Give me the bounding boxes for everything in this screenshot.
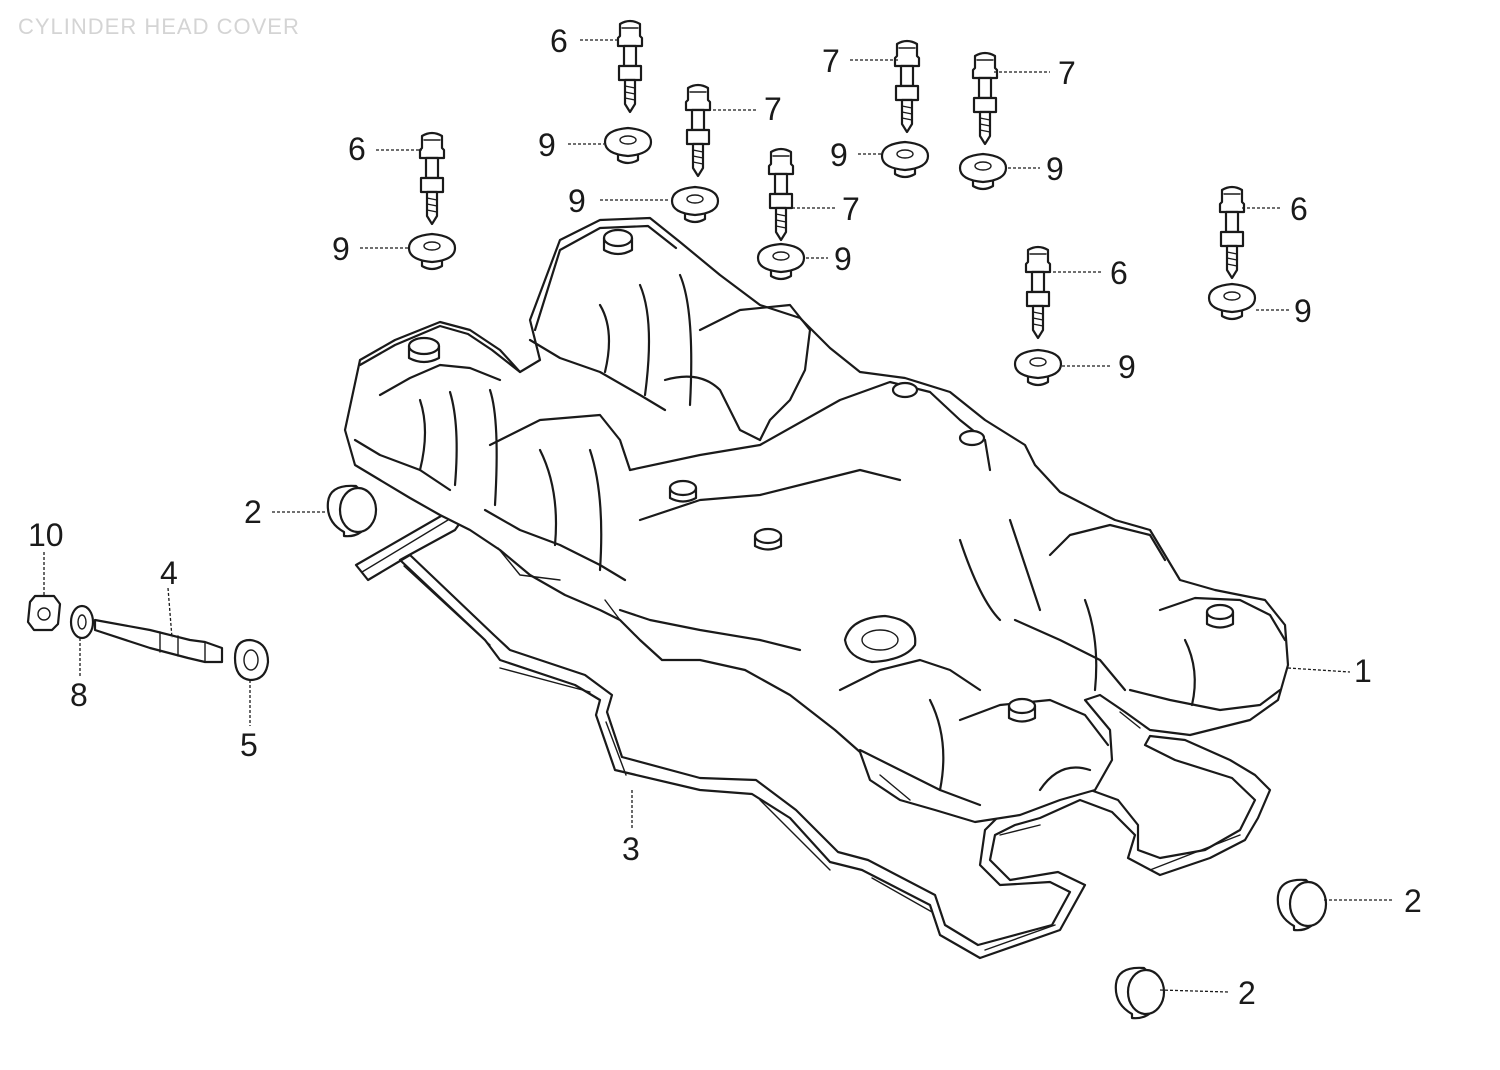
- bolt-6-d: [1218, 185, 1246, 280]
- callout-10: 10: [28, 517, 64, 553]
- callout-7: 7: [822, 43, 840, 79]
- grommet-9-f: [958, 152, 1008, 191]
- callout-4: 4: [160, 555, 178, 591]
- callout-9: 9: [332, 231, 350, 267]
- grommet-9-h: [1207, 282, 1257, 321]
- callout-9: 9: [1118, 349, 1136, 385]
- cylinder-head-cover: [343, 216, 1290, 824]
- callout-6: 6: [1290, 191, 1308, 227]
- callout-9: 9: [830, 137, 848, 173]
- callout-6: 6: [1110, 255, 1128, 291]
- bolt-7-d: [971, 51, 999, 146]
- bolt-7-c: [893, 39, 921, 134]
- grommet-9-e: [880, 140, 930, 179]
- grommet-9-c: [670, 185, 720, 224]
- callout-2: 2: [1238, 975, 1256, 1011]
- bolt-6-a: [418, 131, 446, 226]
- callout-9: 9: [538, 127, 556, 163]
- bolt-7-a: [684, 83, 712, 178]
- diagram-title: CYLINDER HEAD COVER: [18, 14, 300, 39]
- grommet-9-g: [1013, 348, 1063, 387]
- plug-2-b: [1276, 878, 1328, 932]
- bolt-6-b: [616, 19, 644, 114]
- callout-8: 8: [70, 677, 88, 713]
- plug-2-c: [1114, 966, 1166, 1020]
- grommet-9-d: [756, 242, 806, 281]
- callout-2: 2: [1404, 883, 1422, 919]
- callout-7: 7: [764, 91, 782, 127]
- callout-3: 3: [622, 831, 640, 867]
- callout-5: 5: [240, 727, 258, 763]
- callout-6: 6: [550, 23, 568, 59]
- callout-9: 9: [1046, 151, 1064, 187]
- bolt-7-b: [767, 147, 795, 242]
- callout-9: 9: [834, 241, 852, 277]
- callout-9: 9: [1294, 293, 1312, 329]
- callout-7: 7: [1058, 55, 1076, 91]
- bolt-6-c: [1024, 245, 1052, 340]
- breather-assembly: [26, 594, 270, 682]
- callout-6: 6: [348, 131, 366, 167]
- callout-1: 1: [1354, 653, 1372, 689]
- callout-2: 2: [244, 494, 262, 530]
- leader-lines: [43, 39, 1392, 993]
- grommet-9-a: [407, 232, 457, 271]
- grommet-9-b: [603, 126, 653, 165]
- plug-2-a: [326, 484, 378, 538]
- callout-9: 9: [568, 183, 586, 219]
- callout-7: 7: [842, 191, 860, 227]
- gasket-outer: [354, 510, 1272, 960]
